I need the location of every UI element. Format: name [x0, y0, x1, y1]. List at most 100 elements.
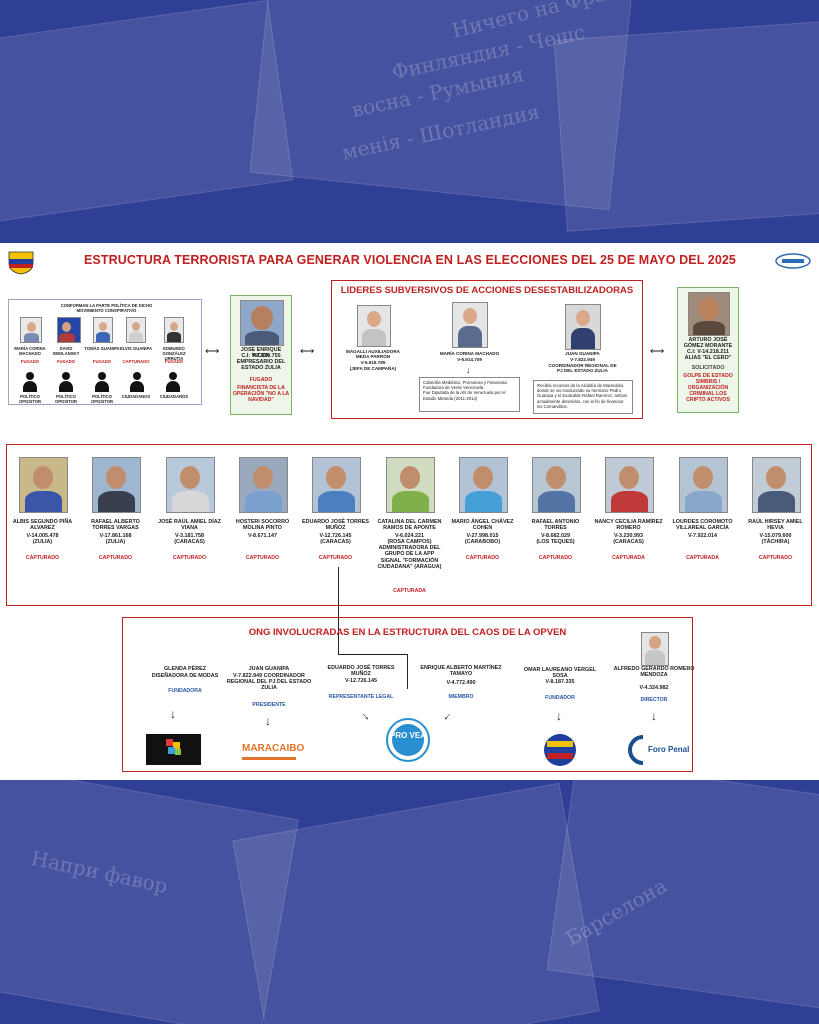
ong-person-detail: V-7.822.949 COORDINADOR REGIONAL DEL PJ … [226, 673, 312, 692]
leader-note: (JEFA DE CAMPAÑA) [349, 366, 397, 371]
romero-photo [641, 632, 669, 666]
member-status: FUGADO [20, 359, 40, 364]
background-newspaper-bottom: Напри фавор Барселона [0, 780, 819, 1024]
political-panel-header: CONFORMAN LA PARTE POLÍTICA DE DICHO MOV… [60, 303, 153, 313]
ong-box [122, 617, 693, 772]
captured-id: V-8.682.029 [540, 533, 571, 539]
foro-penal-logo [628, 735, 644, 765]
member-photo [57, 317, 81, 343]
member-photo [93, 317, 113, 343]
down-arrow-icon: ↓ [651, 709, 657, 723]
captured-status: CAPTURADA [612, 555, 645, 561]
person-silhouette-icon [59, 372, 73, 392]
captured-id: V-6.024.221 [394, 533, 425, 539]
leader-name: MAGALLI AUXILIADORA MEDA PARRÓN [346, 349, 400, 360]
captured-status: CAPTURADA [686, 555, 719, 561]
captured-status: CAPTURADO [98, 555, 133, 561]
captured-status: CAPTURADO [318, 555, 353, 561]
paper-sheet [553, 20, 819, 232]
ong-person-detail: V-12.726.145 [344, 678, 378, 684]
captured-photo [19, 457, 68, 513]
member-status: FUGADO [92, 359, 112, 364]
connector-line [407, 654, 409, 689]
person-silhouette-icon [95, 372, 109, 392]
person-silhouette-icon [130, 372, 144, 392]
recon-photo [240, 300, 284, 346]
captured-name: EDUARDO JOSÉ TORRES MUÑOZ [302, 519, 369, 532]
bullet-item: Fue Diputada de la AN de Venezuela por e… [423, 390, 506, 401]
leader-photo [565, 304, 601, 350]
captured-place: (ROSA CAMPOS) ADMINISTRADORA DEL GRUPO D… [377, 539, 442, 570]
captured-photo [752, 457, 801, 513]
ong-person-name: EDUARDO JOSÉ TORRES MUÑOZ [327, 665, 395, 678]
leader-name: MARÍA CORINA MACHADO [439, 351, 500, 356]
member-name: DAVID SMOLANSKY [52, 346, 80, 356]
gomez-photo [688, 292, 730, 336]
bullet-item: Fundadora de Vente Venezuela [423, 385, 484, 391]
foro-penal-logo-text: Foro Penal [648, 745, 690, 754]
ong-person-role: FUNDADOR [545, 695, 575, 701]
captured-photo [605, 457, 654, 513]
provea-logo [386, 718, 430, 762]
captured-id: V-27.998.015 [466, 533, 499, 539]
maracaibo-logo-text: MARACAIBO [242, 743, 305, 754]
member-name: MARÍA CORINA MACHADO [14, 346, 46, 356]
captured-place: (CARABOBO) [464, 539, 501, 545]
captured-id: V-3.181.758 [174, 533, 205, 539]
member-photo [20, 317, 42, 343]
captured-photo [459, 457, 508, 513]
gomez-name: ARTURO JOSÉ GÓMEZ MORANTE [683, 337, 733, 349]
maracaibo-logo: MARACAIBO [240, 738, 304, 764]
ong-person-name: OMAR LAUREANO VERGEL SOSA [523, 667, 597, 680]
venezuela-ong-logo [544, 734, 576, 766]
captured-name: LOURDES COROMOTO VILLAREAL GARCÍA [672, 519, 733, 532]
leader-id: V-7.822.949 [570, 357, 595, 362]
member-name: ELVIS GUANIPA [120, 346, 152, 351]
guanipa-note: Recibía recursos de la Alcaldía de Marac… [533, 380, 633, 414]
member-photo [164, 317, 184, 343]
ong-person-role: PRESIDENTE [252, 702, 286, 708]
captured-name: NANCY CECILIA RAMÍREZ ROMERO [594, 519, 663, 532]
captured-name: ALBIS SEGUNDO PIÑA ALVAREZ [12, 519, 73, 532]
captured-name: MARIO ÁNGEL CHÁVEZ COHEN [451, 519, 514, 532]
ong-person-role: MIEMBRO [448, 694, 474, 700]
captured-status: CAPTURADO [172, 555, 207, 561]
fashion-ong-logo [146, 734, 201, 765]
leader-photo [452, 302, 488, 348]
leader-note: COORDINADOR REGIONAL DE PJ DEL ESTADO ZU… [548, 363, 617, 374]
recon-role: EMPRESARIO DEL ESTADO ZULIA [236, 359, 286, 371]
operator-label: POLÍTICO OPOSITOR [54, 394, 78, 404]
captured-status: CAPTURADO [245, 555, 280, 561]
leader-id: V-6.914.709 [457, 357, 482, 362]
leader-photo [357, 305, 391, 347]
captured-place: (CARACAS) [320, 539, 351, 545]
captured-status: CAPTURADO [25, 555, 60, 561]
captured-box [6, 444, 812, 606]
captured-status: CAPTURADO [758, 555, 793, 561]
captured-name: CATALINA DEL CARMEN RAMOS DE APONTE [377, 519, 442, 532]
captured-id: V-14.005.478 [26, 533, 59, 539]
provea-logo-text: PRO VEA [389, 731, 426, 740]
recon-name: JOSE ENRIQUE RICON [240, 347, 282, 359]
captured-photo [312, 457, 361, 513]
gomez-alias: ALIAS "EL CERO" [684, 355, 732, 361]
recon-note: FINANCISTA DE LA OPERACIÓN "NO A LA NAVI… [232, 385, 290, 403]
captured-photo [239, 457, 288, 513]
captured-status: CAPTURADO [465, 555, 500, 561]
connector-line [338, 654, 408, 656]
ong-person-detail: DISEÑADORA DE MODAS [151, 673, 219, 679]
diagram-title: ESTRUCTURA TERRORISTA PARA GENERAR VIOLE… [84, 253, 736, 267]
captured-id: V-15.079.600 [759, 533, 792, 539]
ong-person-name: GLENDA PÉREZ [163, 666, 207, 672]
member-status: FUGADO [164, 359, 184, 364]
recon-id: C.I: V-7.830.755 [241, 353, 281, 359]
person-silhouette-icon [23, 372, 37, 392]
institution-logo [775, 253, 811, 269]
ong-person-name: ENRIQUE ALBERTO MARTÍNEZ TAMAYO [420, 665, 502, 678]
operator-label: POLÍTICO OPOSITOR [90, 394, 114, 404]
double-arrow-icon: ⟷ [300, 346, 315, 357]
captured-status: CAPTURADA [393, 588, 426, 594]
captured-name: RAÚL HIRSEY AMIEL HEVIA [748, 519, 803, 532]
ong-header: ONG INVOLUCRADAS EN LA ESTRUCTURA DEL CA… [248, 627, 567, 638]
ong-person-detail: V-4.324.982 [639, 685, 669, 691]
